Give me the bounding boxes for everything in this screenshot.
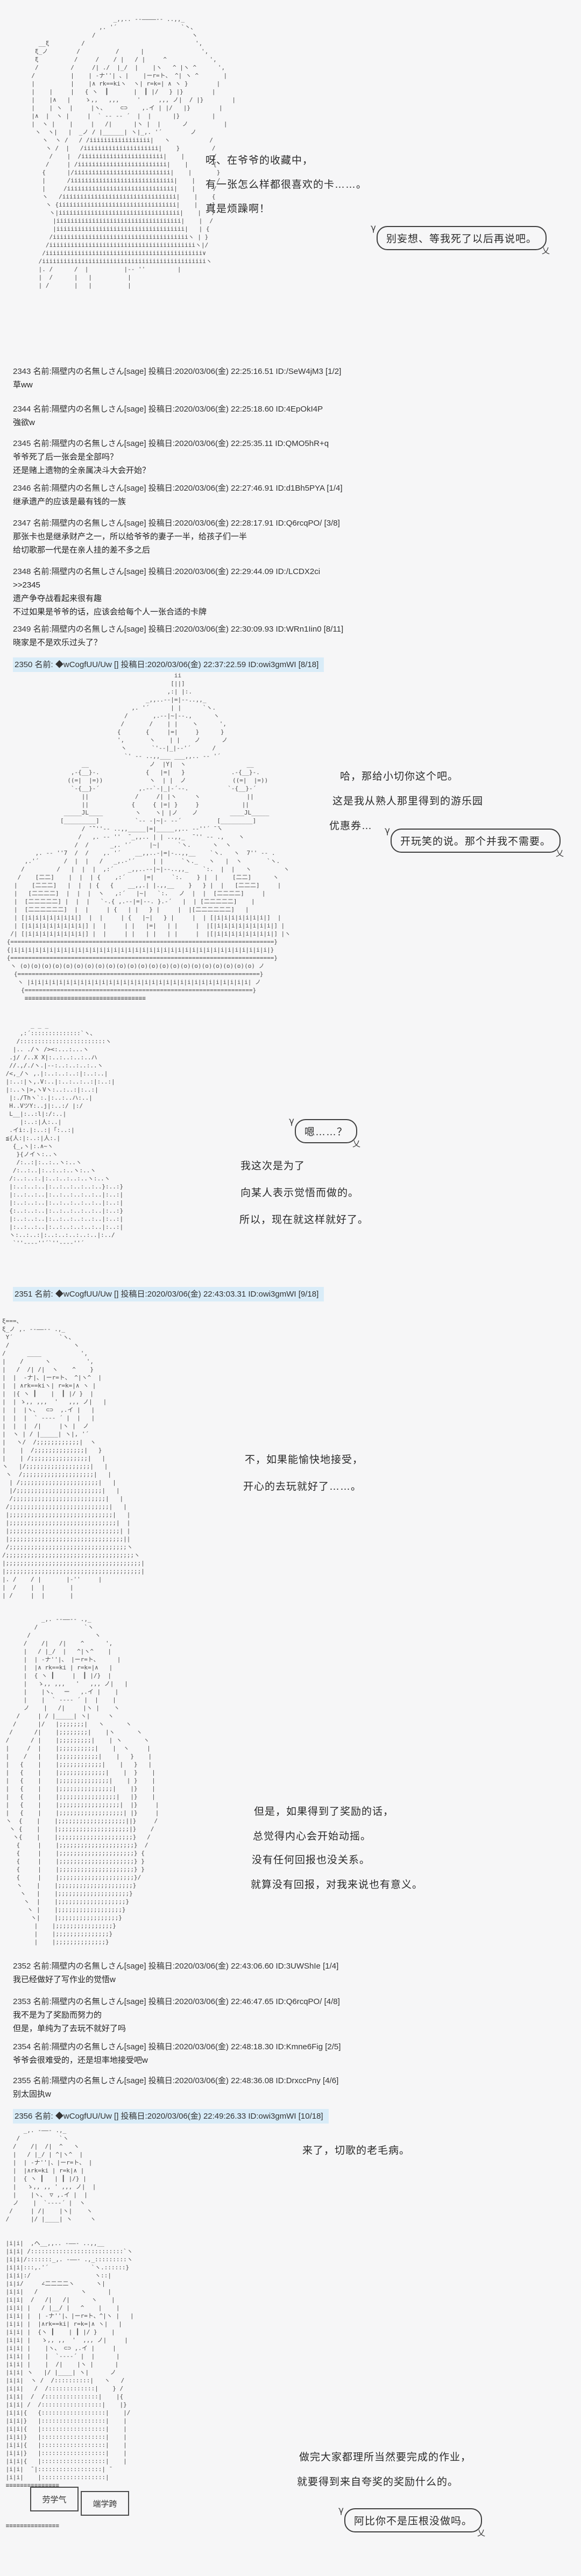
post-header: 2350 名前: ◆wCogfUU/Uw [] 投稿日:2020/03/06(金…: [13, 657, 324, 672]
post-header: 2347 名前:隔壁内の名無しさん[sage] 投稿日:2020/03/06(金…: [13, 519, 340, 528]
post-body: 強欲w: [13, 418, 35, 427]
post-row: 2353 名前:隔壁内の名無しさん[sage] 投稿日:2020/03/06(金…: [13, 1995, 562, 2035]
post-body: 爷爷会很难受的，还是坦率地接受吧w: [13, 2056, 148, 2065]
post-header: 2345 名前:隔壁内の名無しさん[sage] 投稿日:2020/03/06(金…: [13, 439, 329, 448]
dialog-line: 哈，那给小切你这个吧。: [340, 771, 459, 782]
post-row: 2347 名前:隔壁内の名無しさん[sage] 投稿日:2020/03/06(金…: [13, 516, 562, 557]
post-header: 2355 名前:隔壁内の名無しさん[sage] 投稿日:2020/03/06(金…: [13, 2076, 339, 2085]
dialog-line: 总觉得内心会开始动摇。: [253, 1831, 372, 1842]
post-row: 2355 名前:隔壁内の名無しさん[sage] 投稿日:2020/03/06(金…: [13, 2074, 562, 2101]
dialog-line: 这是我从熟人那里得到的游乐园: [332, 796, 484, 807]
post-row: 2344 名前:隔壁内の名無しさん[sage] 投稿日:2020/03/06(金…: [13, 402, 562, 429]
post-row: 2354 名前:隔壁内の名無しさん[sage] 投稿日:2020/03/06(金…: [13, 2040, 562, 2067]
post-row-author: 2351 名前: ◆wCogfUU/Uw [] 投稿日:2020/03/06(金…: [13, 1287, 562, 1301]
aa-art-small-bust: _,. -――- .,_ / `ヽ / /| /| ^ ヽ | / |_/ | …: [5, 2127, 96, 2223]
dialog-line: 真是烦躁啊！: [206, 203, 271, 215]
anchor-link[interactable]: >>2345: [13, 581, 40, 590]
post-header: 2349 名前:隔壁内の名無しさん[sage] 投稿日:2020/03/06(金…: [13, 625, 344, 634]
post-row: 2345 名前:隔壁内の名無しさん[sage] 投稿日:2020/03/06(金…: [13, 437, 562, 477]
dialog-line: 所以，现在就这样就好了。: [239, 1214, 369, 1226]
post-body: 晓家是不是欢乐过头了？: [13, 638, 102, 647]
aa-art-grandfather-2: ξ===、 ξ_ノ ,. -‐――‐- .,_ Y´ `ヽ、 / ヽ / ___…: [2, 1318, 145, 1599]
post-body: 爷爷死了后一张会是全部吗？ 还是赌上遗物的全亲属决斗大会开始？: [13, 452, 151, 475]
post-header: 2352 名前:隔壁内の名無しさん[sage] 投稿日:2020/03/06(金…: [13, 1962, 339, 1971]
speech-bubble: 嗯……？: [289, 1116, 361, 1149]
post-row: 2348 名前:隔壁内の名無しさん[sage] 投稿日:2020/03/06(金…: [13, 565, 562, 619]
post-row-author: 2350 名前: ◆wCogfUU/Uw [] 投稿日:2020/03/06(金…: [13, 657, 562, 672]
dialog-line: 但是，如果得到了奖励的话，: [254, 1806, 394, 1817]
dialog-line: 没有任何回报也没关系。: [252, 1855, 371, 1866]
post-body: 我已经做好了写作业的觉悟w: [13, 1975, 116, 1984]
post-body: 继承遗产的应该是最有钱的一族: [13, 497, 126, 506]
speech-bubble: 阿比你不是压根没做吗。: [338, 2505, 486, 2538]
post-header: 2343 名前:隔壁内の名無しさん[sage] 投稿日:2020/03/06(金…: [13, 367, 342, 376]
post-body: 草ww: [13, 380, 33, 390]
post-row: 2352 名前:隔壁内の名無しさん[sage] 投稿日:2020/03/06(金…: [13, 1959, 562, 1986]
dialog-line: 来了，切歌的老毛病。: [302, 2145, 410, 2156]
dialog-line: 优惠券…: [329, 820, 373, 832]
aa-box-right: 端学跨: [81, 2491, 129, 2516]
post-row: 2343 名前:隔壁内の名無しさん[sage] 投稿日:2020/03/06(金…: [13, 365, 562, 392]
aa-box-left: 劳学气: [30, 2487, 79, 2511]
aa-art-grandfather: _,,.. -‐――――‐- ..,,_ ,. '´ `丶、 / ヽ __ξ /…: [31, 16, 236, 289]
dialog-line: 有一张怎么样都很喜欢的卡……。: [206, 179, 367, 190]
post-body: 我不是为了奖励而努力的 但是，单纯为了去玩不就好了吗: [13, 2011, 126, 2033]
dialog-line: 我这次是为了: [240, 1160, 306, 1172]
post-header: 2348 名前:隔壁内の名無しさん[sage] 投稿日:2020/03/06(金…: [13, 567, 321, 576]
post-row: 2349 名前:隔壁内の名無しさん[sage] 投稿日:2020/03/06(金…: [13, 622, 562, 649]
post-header: 2354 名前:隔壁内の名無しさん[sage] 投稿日:2020/03/06(金…: [13, 2042, 341, 2051]
dialog-line: 呀、在爷爷的收藏中，: [206, 155, 314, 166]
aa-art-face-closeup: _ _ _ ,:´::::::::::::::`ヽ、 /::::::::::::…: [5, 1022, 124, 1247]
dialog-line: 就要得到来自夸奖的奖励什么的。: [297, 2476, 459, 2488]
post-header: 2346 名前:隔壁内の名無しさん[sage] 投稿日:2020/03/06(金…: [13, 484, 343, 493]
speech-bubble: 别妄想、等我死了以后再说吧。: [371, 223, 550, 256]
dialog-line: 不，如果能愉快地接受，: [245, 1454, 364, 1466]
post-row-author: 2356 名前: ◆wCogfUU/Uw [] 投稿日:2020/03/06(金…: [13, 2109, 562, 2124]
aa-art-standing-figure: _,. -‐――‐- .,_ / `ヽ / ヽ / /| /| ^ ', | /…: [5, 1616, 159, 1945]
post-body: 遗产争夺战看起来很有趣 不过如果是爷爷的话，应该会给每个人一张合适的卡牌: [13, 594, 207, 617]
dialog-line: 就算没有回报，对我来说也有意义。: [251, 1879, 423, 1891]
speech-bubble: 开玩笑的说。那个并我不需要。: [385, 825, 564, 859]
post-body: 那张卡也是继承财产之一，所以给爷爷的妻子一半，给孩子们一半 给切歌那一代是在亲人…: [13, 532, 247, 555]
dialog-line: 做完大家都理所当然要完成的作业，: [299, 2452, 472, 2463]
dialog-line: 开心的去玩就好了……。: [243, 1481, 362, 1492]
post-header: 2353 名前:隔壁内の名無しさん[sage] 投稿日:2020/03/06(金…: [13, 1997, 340, 2006]
post-row: 2346 名前:隔壁内の名無しさん[sage] 投稿日:2020/03/06(金…: [13, 482, 562, 508]
aa-art-bottom-figure: |i|i| ,ヘ__,,.. -――- ..,,__ |i|i| /::::::…: [5, 2240, 134, 2529]
post-header: 2344 名前:隔壁内の名無しさん[sage] 投稿日:2020/03/06(金…: [13, 405, 323, 414]
post-body: 别太固执w: [13, 2090, 51, 2099]
post-header: 2356 名前: ◆wCogfUU/Uw [] 投稿日:2020/03/06(金…: [13, 2109, 329, 2124]
post-header: 2351 名前: ◆wCogfUU/Uw [] 投稿日:2020/03/06(金…: [13, 1287, 324, 1301]
dialog-line: 向某人表示觉悟而做的。: [240, 1187, 359, 1199]
aa-art-ornament: ii [||] ,:| |:. _,,..-‐|=|‐-..,,_: [6, 672, 291, 1002]
